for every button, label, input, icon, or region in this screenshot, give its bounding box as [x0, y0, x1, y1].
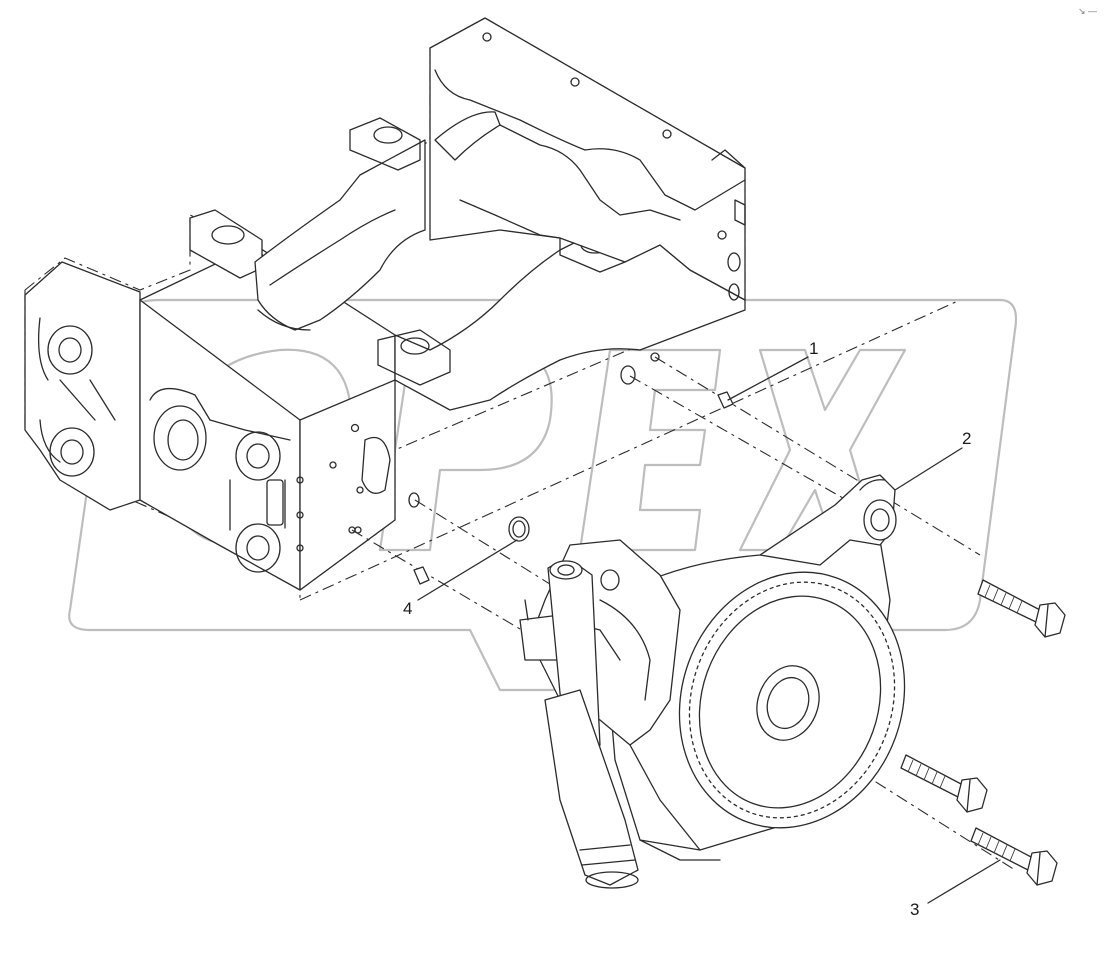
bolt-lower — [970, 827, 1058, 886]
o-ring-seal — [408, 492, 530, 542]
o-ring-upper — [620, 365, 636, 385]
bolt-middle — [900, 754, 988, 813]
callout-label-2: 2 — [962, 429, 971, 448]
oil-pickup-tube — [544, 560, 639, 889]
oil-pump-assembly — [519, 474, 906, 889]
callout-label-1: 1 — [809, 339, 818, 358]
pump-drive-gear — [678, 571, 906, 829]
dowel-pin-upper — [650, 352, 734, 409]
dowel-pin-lower — [348, 526, 430, 585]
callout-2: 2 — [894, 429, 971, 491]
callout-1: 1 — [727, 339, 818, 401]
callout-3: 3 — [910, 859, 1001, 919]
callout-label-4: 4 — [403, 599, 412, 618]
callout-4: 4 — [403, 539, 518, 618]
callout-label-3: 3 — [910, 900, 919, 919]
bolt-upper — [977, 579, 1066, 638]
corner-mark: ↘ — — [1078, 6, 1097, 16]
bearing-housing-block — [24, 17, 746, 600]
